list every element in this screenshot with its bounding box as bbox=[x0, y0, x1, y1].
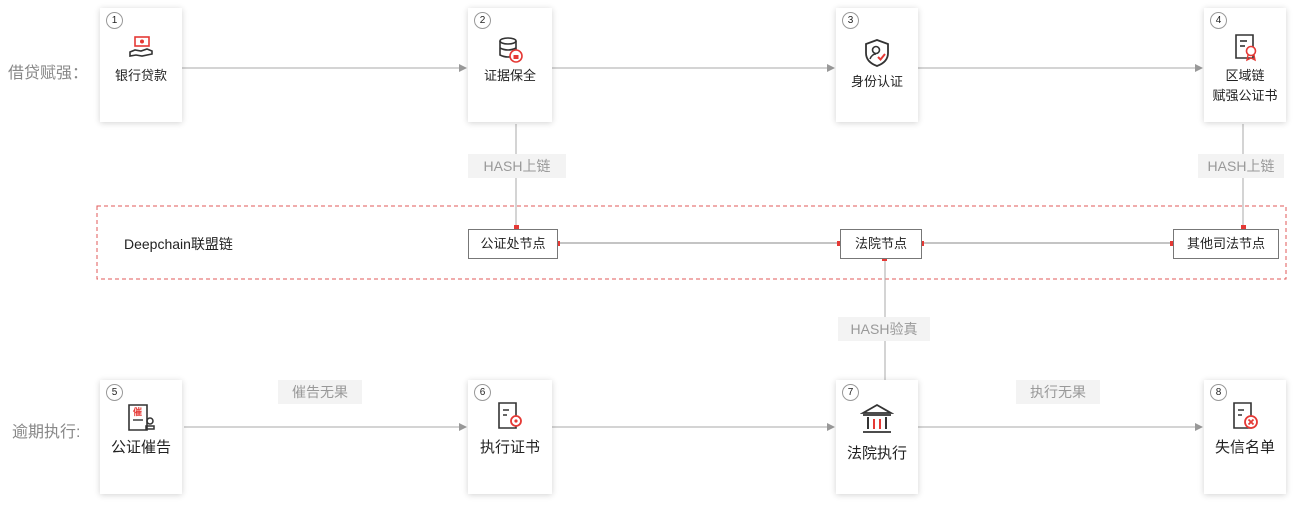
step-card-identity[interactable]: 3 身份认证 bbox=[836, 8, 918, 122]
step-label: 失信名单 bbox=[1214, 439, 1275, 456]
courthouse-icon bbox=[860, 403, 894, 433]
document-gear-icon bbox=[498, 402, 522, 429]
step-number: 3 bbox=[842, 12, 859, 29]
step-card-blacklist[interactable]: 8 失信名单 bbox=[1204, 380, 1286, 494]
shield-user-icon bbox=[865, 39, 889, 67]
hash-verify-tag: HASH验真 bbox=[838, 317, 930, 341]
step-label: 身份认证 bbox=[850, 74, 903, 89]
loan-hand-icon bbox=[129, 36, 153, 57]
hash-upload-tag-left: HASH上链 bbox=[468, 154, 566, 178]
step-card-notarial-notice[interactable]: 5 催 公证催告 bbox=[100, 380, 182, 494]
step-number: 8 bbox=[1210, 384, 1227, 401]
step-number: 5 bbox=[106, 384, 123, 401]
port-marker bbox=[514, 225, 519, 230]
certificate-icon bbox=[1235, 34, 1257, 62]
chain-title: Deepchain联盟链 bbox=[124, 236, 233, 252]
svg-text:催: 催 bbox=[133, 406, 142, 418]
port-marker bbox=[837, 241, 842, 246]
step-card-execution-cert[interactable]: 6 执行证书 bbox=[468, 380, 552, 494]
step-label-line1: 区域链 bbox=[1225, 68, 1265, 83]
step-card-certificate[interactable]: 4 区域链 赋强公证书 bbox=[1204, 8, 1286, 122]
step-number: 6 bbox=[474, 384, 491, 401]
notice-failed-tag: 催告无果 bbox=[278, 380, 362, 404]
row-label-top: 借贷赋强： bbox=[8, 65, 89, 82]
step-label: 法院执行 bbox=[846, 445, 907, 462]
step-number: 7 bbox=[842, 384, 859, 401]
database-lock-icon bbox=[499, 37, 523, 63]
step-number: 2 bbox=[474, 12, 491, 29]
chain-node-notary[interactable]: 公证处节点 bbox=[468, 229, 558, 259]
hash-upload-tag-right: HASH上链 bbox=[1198, 154, 1284, 178]
row-label-bottom: 逾期执行: bbox=[12, 424, 81, 441]
step-card-court-exec[interactable]: 7 法院执行 bbox=[836, 380, 918, 494]
step-label: 银行贷款 bbox=[114, 68, 167, 83]
chain-node-judicial[interactable]: 其他司法节点 bbox=[1173, 229, 1279, 259]
step-number: 1 bbox=[106, 12, 123, 29]
step-number: 4 bbox=[1210, 12, 1227, 29]
document-cancel-icon bbox=[1233, 402, 1258, 429]
step-card-evidence[interactable]: 2 证据保全 bbox=[468, 8, 552, 122]
chain-node-court[interactable]: 法院节点 bbox=[840, 229, 922, 259]
step-label-line2: 赋强公证书 bbox=[1212, 88, 1278, 103]
port-marker bbox=[1170, 241, 1175, 246]
execution-failed-tag: 执行无果 bbox=[1016, 380, 1100, 404]
chain-frame bbox=[96, 205, 1287, 280]
notice-stamp-icon: 催 bbox=[128, 404, 155, 431]
step-label: 证据保全 bbox=[483, 68, 536, 83]
step-label: 公证催告 bbox=[110, 439, 171, 456]
step-label: 执行证书 bbox=[479, 439, 540, 456]
step-card-bank-loan[interactable]: 1 银行贷款 bbox=[100, 8, 182, 122]
port-marker bbox=[1241, 225, 1246, 230]
